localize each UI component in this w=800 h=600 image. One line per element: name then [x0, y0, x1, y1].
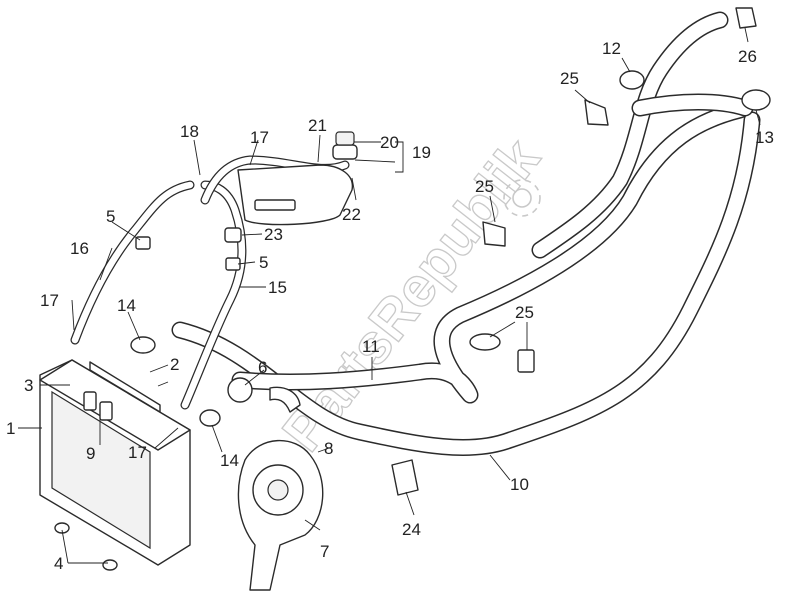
callout-20: 20 — [380, 133, 399, 152]
callout-25-a: 25 — [560, 69, 579, 88]
callout-17-c: 17 — [128, 443, 147, 462]
clamp-25-mid — [482, 221, 506, 247]
clamp-26 — [735, 7, 757, 29]
callout-19: 19 — [412, 143, 431, 162]
clamp-12 — [619, 70, 645, 90]
callout-6: 6 — [258, 358, 267, 377]
callout-18: 18 — [180, 122, 199, 141]
callout-5-b: 5 — [259, 253, 268, 272]
callout-12: 12 — [602, 39, 621, 58]
hose-11 — [231, 101, 749, 404]
callout-2: 2 — [170, 355, 179, 374]
clamp-14 — [130, 336, 221, 427]
radiator — [39, 359, 191, 571]
fan-shroud — [237, 439, 324, 591]
leader-lines — [18, 27, 761, 564]
callout-17-b: 17 — [250, 128, 269, 147]
callout-8: 8 — [324, 439, 333, 458]
clamp-25-low — [469, 333, 535, 373]
callout-3: 3 — [24, 376, 33, 395]
callout-25-c: 25 — [515, 303, 534, 322]
hose-15 — [180, 180, 247, 410]
watermark-gear-icon — [503, 179, 541, 217]
callout-1: 1 — [6, 419, 15, 438]
callout-9: 9 — [86, 444, 95, 463]
hose-10 — [171, 111, 761, 456]
callout-10: 10 — [510, 475, 529, 494]
clamp-5 — [135, 236, 241, 271]
bracket-24 — [391, 459, 419, 496]
callout-14-a: 14 — [117, 296, 136, 315]
expansion-tank — [237, 131, 358, 226]
callout-11: 11 — [362, 337, 380, 356]
callout-15: 15 — [268, 278, 287, 297]
clamp-13 — [741, 89, 771, 111]
callout-4: 4 — [54, 554, 63, 573]
callout-22: 22 — [342, 205, 361, 224]
grommet-23 — [224, 227, 242, 243]
callout-24: 24 — [402, 520, 421, 539]
hose-upper — [531, 11, 754, 259]
callout-14-b: 14 — [220, 451, 239, 470]
clamp-25-top — [584, 99, 609, 126]
callout-26: 26 — [738, 47, 757, 66]
callout-labels: 1 3 4 9 2 17 17 5 16 14 14 6 15 5 23 18 … — [6, 39, 774, 573]
callout-7: 7 — [320, 542, 329, 561]
callout-16: 16 — [70, 239, 89, 258]
callout-25-b: 25 — [475, 177, 494, 196]
hose-16 — [70, 180, 195, 345]
callout-21: 21 — [308, 116, 327, 135]
callout-17-a: 17 — [40, 291, 59, 310]
callout-23: 23 — [264, 225, 283, 244]
callout-5-a: 5 — [106, 207, 115, 226]
callout-13: 13 — [755, 128, 774, 147]
